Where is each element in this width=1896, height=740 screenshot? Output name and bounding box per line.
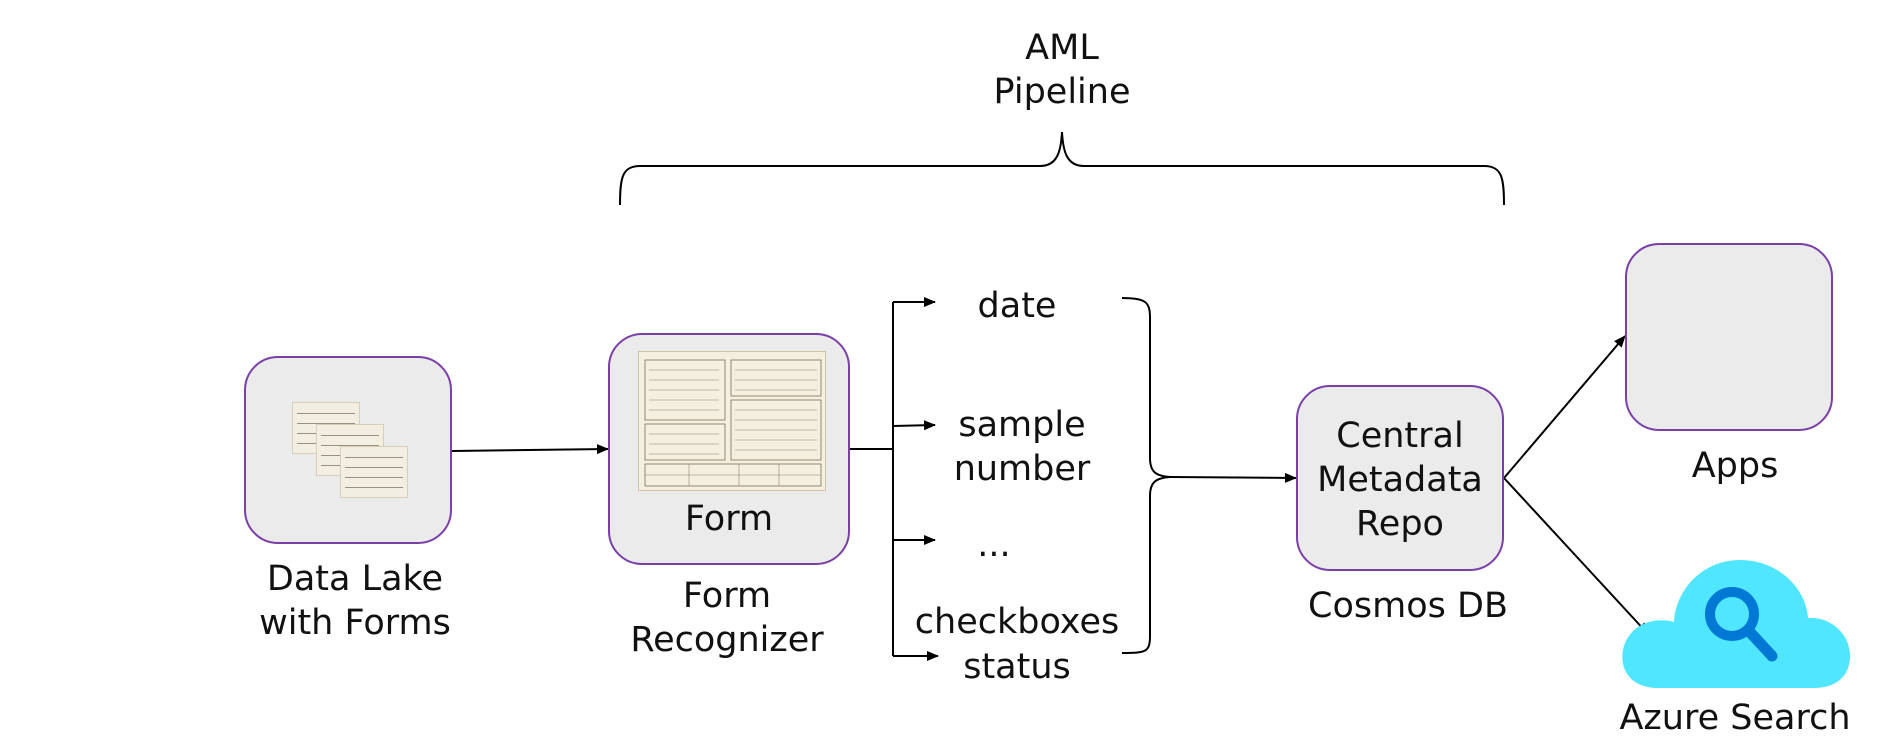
apps-node[interactable] [1625,243,1833,431]
field-sample-line1: sample [958,405,1086,445]
arrow-datalake-to-formrecognizer [451,444,609,455]
cloud-icon[interactable] [1618,548,1856,690]
data-lake-node[interactable] [244,356,452,544]
metadata-repo-caption: Cosmos DB [1308,586,1508,626]
form-recognizer-label-line2: Recognizer [630,620,824,660]
metadata-repo-line3: Repo [1356,504,1444,544]
pipeline-brace [619,131,1505,206]
apps-label: Apps [1691,446,1779,486]
metadata-repo-node[interactable]: Central Metadata Repo [1296,385,1504,571]
metadata-repo-line2: Metadata [1317,460,1483,500]
arrow-to-azure-search [1503,477,1649,635]
data-lake-label-line2: with Forms [259,603,451,643]
field-date: date [977,286,1057,326]
form-recognizer-inner-label: Form [684,499,774,539]
arrow-to-metadata-repo [1169,472,1297,483]
data-lake-label-line1: Data Lake [266,559,444,599]
field-ellipsis: ... [977,525,1011,565]
form-document-icon [638,351,826,491]
arrow-to-apps [1503,335,1626,479]
form-recognizer-label-line1: Form [682,576,772,616]
field-sample-line2: number [953,449,1091,489]
fields-brace [1121,297,1171,654]
field-checkboxes-line1: checkboxes [914,602,1120,642]
field-checkboxes-line2: status [963,647,1071,687]
magnifier-icon [1705,587,1778,662]
pipeline-title-line1: AML [1025,28,1099,68]
form-recognizer-node[interactable]: Form [608,333,850,565]
pipeline-title-line2: Pipeline [993,72,1131,112]
azure-search-label: Azure Search [1619,698,1851,738]
arrow-to-sample [892,420,936,431]
metadata-repo-line1: Central [1336,416,1464,456]
